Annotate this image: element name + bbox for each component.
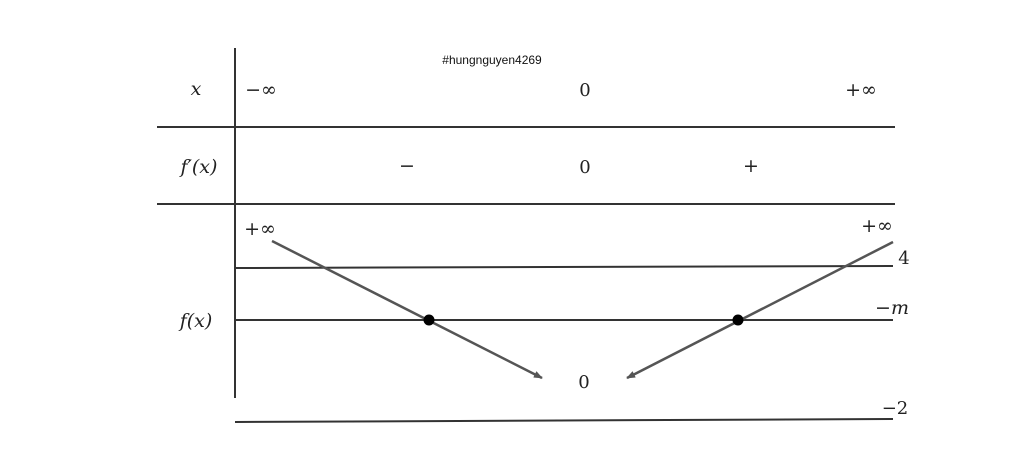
increasing-arrow [626, 240, 894, 380]
derivative-zero: 0 [579, 157, 590, 178]
x-value-right: +∞ [845, 79, 877, 101]
intersection-point-right [732, 314, 744, 326]
line-y-4 [234, 265, 894, 269]
line-y-minus-2 [234, 418, 894, 423]
derivative-sign-left: − [399, 155, 415, 177]
x-value-middle: 0 [579, 80, 590, 101]
decreasing-arrow [271, 239, 543, 380]
line-label-minus-m: −m [875, 297, 909, 319]
function-minimum: 0 [578, 372, 589, 393]
row-label-function: f(x) [178, 310, 213, 332]
line-label-4: 4 [898, 248, 909, 269]
watermark-text: #hungnguyen4269 [442, 53, 542, 67]
line-label-minus-2: −2 [882, 398, 909, 419]
row-label-derivative: f′(x) [179, 156, 218, 178]
row-label-x: x [191, 78, 202, 100]
function-right-limit: +∞ [861, 215, 893, 237]
x-value-left: −∞ [245, 79, 277, 101]
derivative-sign-right: + [743, 155, 759, 177]
intersection-point-left [423, 314, 435, 326]
function-left-limit: +∞ [244, 218, 276, 240]
